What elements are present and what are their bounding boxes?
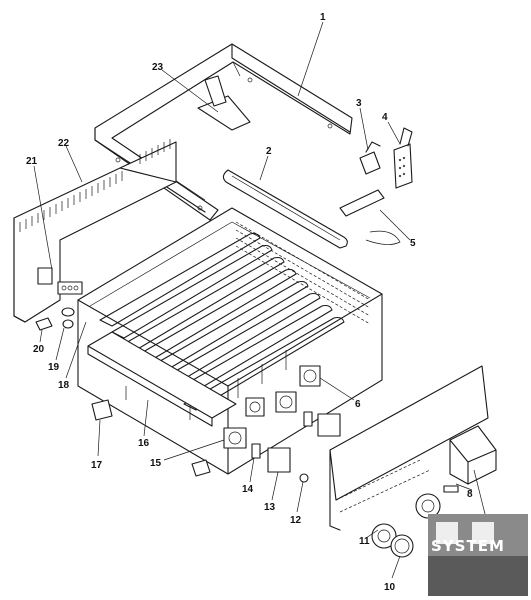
callout-2: 2: [266, 146, 272, 157]
part-top-heating-element: [222, 169, 348, 249]
callout-4: 4: [382, 112, 388, 123]
callout-21: 21: [26, 156, 38, 167]
part-front-panel: [329, 365, 497, 531]
callout-leaders: [33, 21, 487, 579]
callout-5: 5: [410, 238, 416, 249]
system-logo-watermark: SYSTEM: [428, 514, 528, 596]
callout-11: 11: [359, 536, 370, 547]
callout-14: 14: [242, 484, 254, 495]
callout-18: 18: [58, 380, 70, 391]
callout-12: 12: [290, 515, 302, 526]
callout-13: 13: [264, 502, 276, 513]
callout-16: 16: [138, 438, 150, 449]
callout-17: 17: [91, 460, 103, 471]
callout-22: 22: [58, 138, 70, 149]
callout-20: 20: [33, 344, 45, 355]
callout-15: 15: [150, 458, 162, 469]
part-clip: [359, 141, 381, 175]
grill-body: [77, 207, 383, 475]
part-inner-bracket: [197, 75, 251, 131]
logo-text: SYSTEM: [431, 537, 505, 555]
callout-23: 23: [152, 62, 164, 73]
part-filter: [393, 127, 413, 189]
part-side-rail: [339, 189, 401, 245]
callout-labels: 1 2 3 4 5 6 7 8 9 10 11 12 13 14 15 16 1…: [26, 12, 490, 593]
callout-3: 3: [356, 98, 362, 109]
rear-grille: [19, 139, 171, 232]
part-regulators: [223, 365, 341, 483]
callout-1: 1: [320, 12, 326, 23]
callout-10: 10: [384, 582, 396, 593]
callout-6: 6: [355, 399, 361, 410]
part-feet: [91, 399, 211, 477]
part-rear-panel: [13, 139, 177, 323]
part-small-fittings: [35, 307, 75, 331]
callout-19: 19: [48, 362, 60, 373]
callout-8: 8: [467, 489, 473, 500]
